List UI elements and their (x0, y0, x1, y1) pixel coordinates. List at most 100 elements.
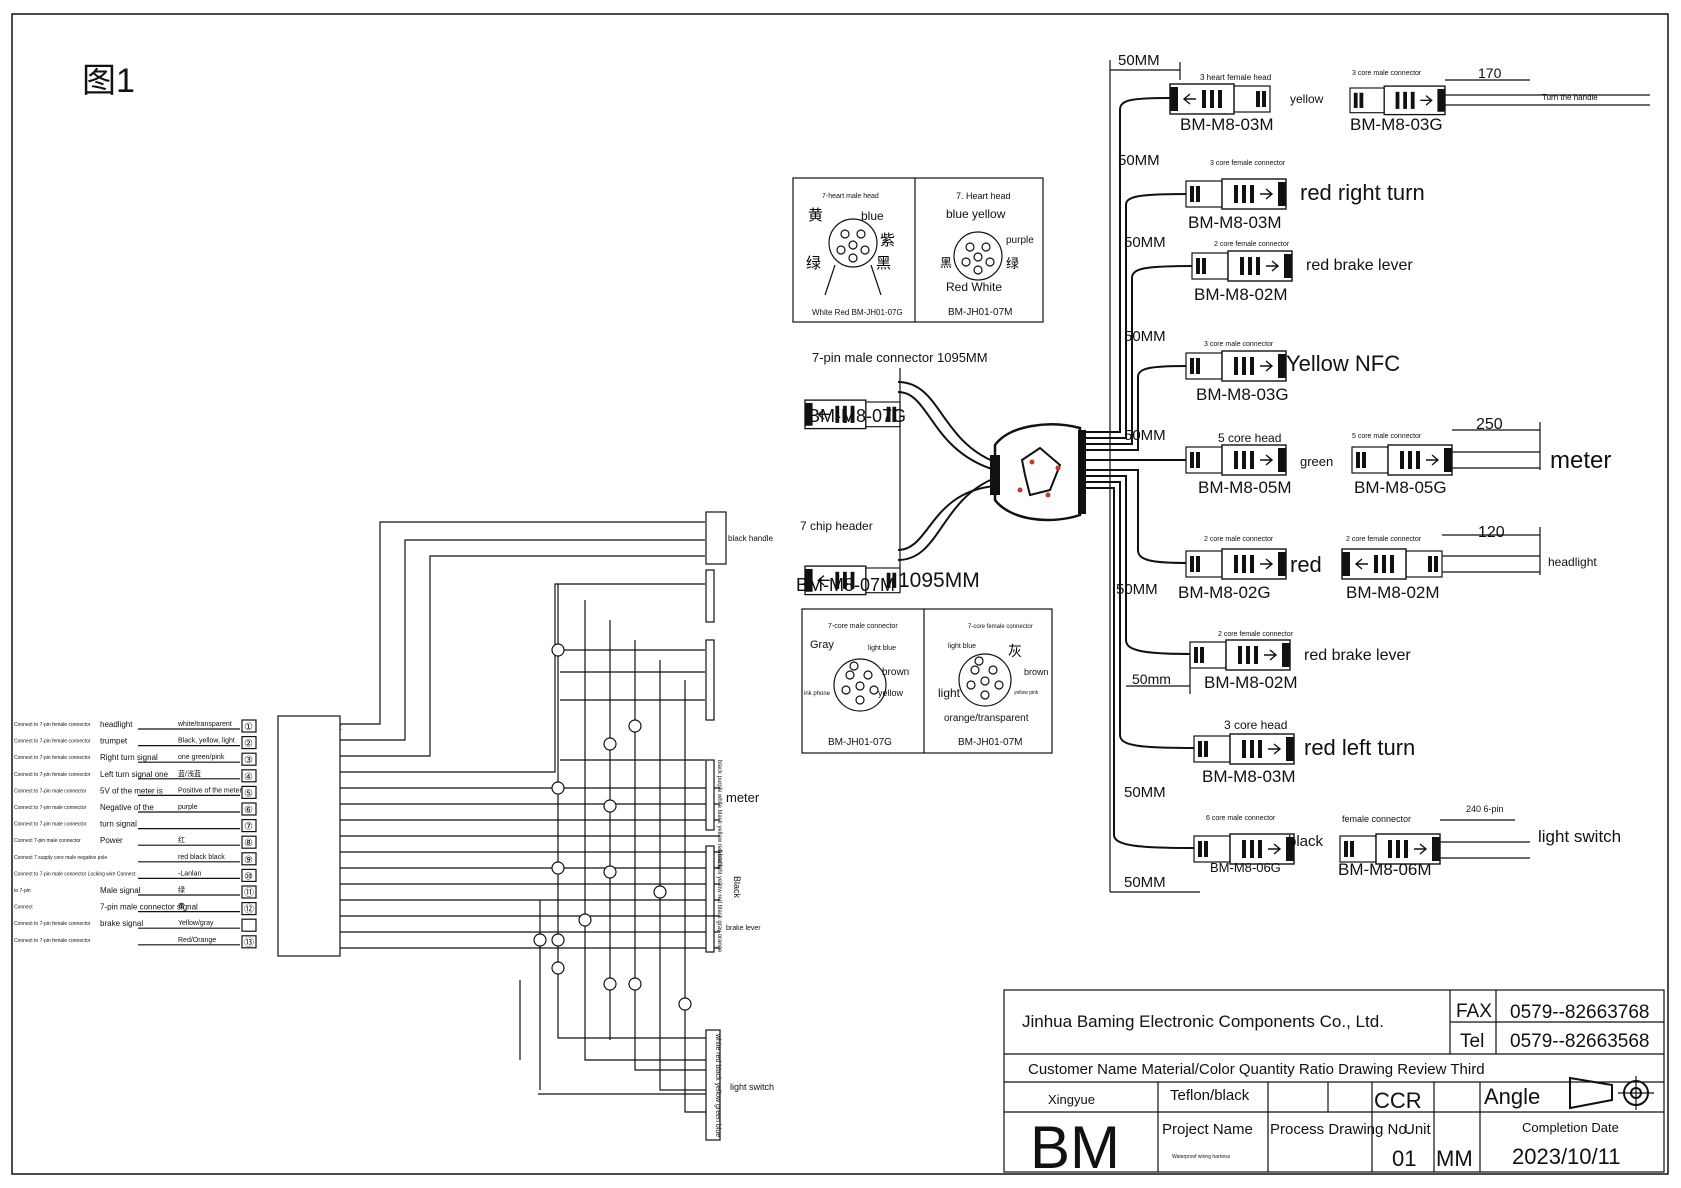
branch-3-label: red brake lever (1306, 257, 1413, 274)
branch-1-mate-title: 3 core male connector (1352, 70, 1422, 77)
branch-1-part: BM-M8-03M (1180, 115, 1274, 134)
schematic-row-desc: Connect to 7-pin female connector (14, 739, 91, 745)
branch-9-title: 6 core male connector (1206, 815, 1276, 822)
branch-3-part: BM-M8-02M (1194, 285, 1288, 304)
tel-label: Tel (1460, 1031, 1484, 1052)
schematic-row-desc: Connect to 7-pin female connector (14, 722, 91, 728)
schematic-row-function: headlight (100, 720, 133, 729)
schematic-row-desc: Connect to 7-pin female connector (14, 755, 91, 761)
branch-6-title: 2 core male connector (1204, 536, 1274, 543)
schematic-row-desc: to 7-pin (14, 888, 31, 894)
completion-label: Completion Date (1522, 1120, 1619, 1135)
pinout-g1-c3: 紫 (880, 231, 895, 249)
pinout-g1-c4: 绿 (806, 254, 821, 272)
terminal-left-number: ⑨ (244, 855, 253, 866)
schematic-row-color: 黄 (178, 902, 185, 911)
branch-9-part: BM-M8-06G (1210, 860, 1281, 875)
branch-9-mate-label: light switch (1538, 827, 1621, 846)
branch-1: 50MM 3 heart female head BM-M8-03M yello… (1085, 52, 1650, 433)
pinout-g2-label: BM-JH01-07G (828, 737, 892, 748)
branch-7: 50mm 2 core female connector BM-M8-02M r… (1085, 475, 1411, 694)
unit-value: MM (1436, 1146, 1473, 1171)
branch-9: 50MM 50MM 6 core male connector BM-M8-06… (1085, 487, 1621, 893)
terminal-left (241, 785, 257, 800)
project-name: Waterproof wiring harness (1172, 1154, 1231, 1160)
branch-8-title: 3 core head (1224, 718, 1287, 732)
branch-6-part: BM-M8-02G (1178, 583, 1271, 602)
schematic-row-desc: Connect to 7-pin male connector (14, 805, 87, 811)
branch-1-mate-part: BM-M8-03G (1350, 115, 1443, 134)
company-name: Jinhua Baming Electronic Components Co.,… (1022, 1012, 1384, 1031)
branch-5: 50MM 5 core head BM-M8-05M green 5 core … (1085, 416, 1611, 497)
pinout-g1-label: White Red BM-JH01-07G (812, 308, 903, 317)
pinout-m2-c2: 灰 (1008, 644, 1022, 660)
schematic-row-function: Power (100, 836, 123, 845)
branch-1-mate-len: 170 (1478, 65, 1502, 81)
label-meter: meter (726, 790, 760, 805)
terminal-left-number: ① (244, 722, 253, 733)
terminal-left (241, 719, 257, 733)
branch-5-mate-title: 5 core male connector (1352, 433, 1422, 440)
branch-6-mate-len: 120 (1478, 524, 1505, 541)
pinout-g2-title: 7-core male connector (828, 623, 898, 630)
pinout-g2-c2: light blue (868, 645, 896, 652)
fax-label: FAX (1456, 1001, 1492, 1022)
terminal-left (241, 769, 257, 783)
schematic-row-color: -Lanlan (178, 870, 201, 877)
schematic-row-function: Negative of the (100, 803, 154, 812)
terminal-left (241, 735, 257, 750)
branch-5-mate-label: meter (1550, 447, 1611, 474)
terminal-left (241, 835, 257, 849)
label-black: Black (732, 876, 742, 899)
branch-2-label: red right turn (1300, 180, 1425, 205)
pinout-m1-c3: Red White (946, 280, 1002, 294)
label-ls-colors: white red black yellow green blue (714, 1033, 721, 1137)
branch-4-label: Yellow NFC (1286, 351, 1400, 376)
schematic-row-desc: Connect to 7-pin male connector Locking … (14, 871, 136, 877)
branch-5-dim: 50MM (1124, 427, 1166, 444)
pinout-m1-c2: purple (1006, 235, 1034, 246)
schematic-row-function: trumpet (100, 737, 128, 746)
schematic-row-color: 红 (178, 835, 185, 844)
figure-label: 图1 (82, 62, 135, 100)
schematic-row-desc: Connect to 7-pin female connector (14, 772, 91, 778)
terminal-left (241, 818, 257, 833)
label-light-switch: light switch (730, 1082, 774, 1092)
connector-07m-title: 7 chip header (800, 519, 873, 533)
material: Teflon/black (1170, 1087, 1250, 1104)
terminal-left (241, 918, 257, 932)
schematic-row-color: Positive of the meter (178, 787, 242, 794)
branch-7-dim: 50mm (1132, 671, 1171, 687)
branch-8-part: BM-M8-03M (1202, 767, 1296, 786)
drawing-number: 01 (1392, 1146, 1416, 1171)
pinout-g2-c3: brown (882, 667, 909, 678)
branch-3: 50MM 2 core female connector BM-M8-02M r… (1085, 234, 1413, 445)
pinout-m1-title: 7. Heart head (956, 191, 1011, 201)
pinout-g1-c1: 黄 (808, 206, 823, 224)
schematic-row-color: purple (178, 804, 198, 811)
connector-07g: 7-pin male connector 1095MM BM-M8-07G (804, 350, 988, 592)
schematic-row-color: Yellow/gray (178, 920, 214, 927)
branch-9-color: black (1288, 833, 1324, 850)
pinout-g2-c4: yellow (878, 688, 904, 698)
branch-9-dim: 50MM (1124, 874, 1166, 891)
label-headlight-colors: headlight yellow red black gray orange (716, 850, 722, 953)
schematic-row-function: turn signal (100, 820, 137, 829)
branch-9-mate-part: BM-M8-06M (1338, 860, 1432, 879)
schematic-row-desc: Connect (14, 905, 33, 911)
pinout-m1-c1: blue yellow (946, 207, 1006, 221)
schematic-row-desc: Connect 7-pin male connector (14, 838, 81, 844)
project-name-label: Project Name (1162, 1121, 1253, 1138)
schematic-row-color: Red/Orange (178, 937, 216, 944)
branch-7-label: red brake lever (1304, 647, 1411, 664)
unit-label: Unit (1404, 1121, 1432, 1138)
schematic-row-desc: Connect to 7-pin male connector (14, 788, 87, 794)
pinout-m1-c4: 黑 (940, 256, 952, 270)
branch-8-label: red left turn (1304, 735, 1415, 760)
branch-9-mate-len: 240 6-pin (1466, 804, 1504, 814)
label-meter-colors: black purple white black yellow red blac… (716, 760, 722, 869)
pinout-g2-c1: Gray (810, 639, 834, 651)
pinout-m1-label: BM-JH01-07M (948, 307, 1012, 318)
schematic-row-color: 蓝/浅蓝 (178, 769, 201, 778)
